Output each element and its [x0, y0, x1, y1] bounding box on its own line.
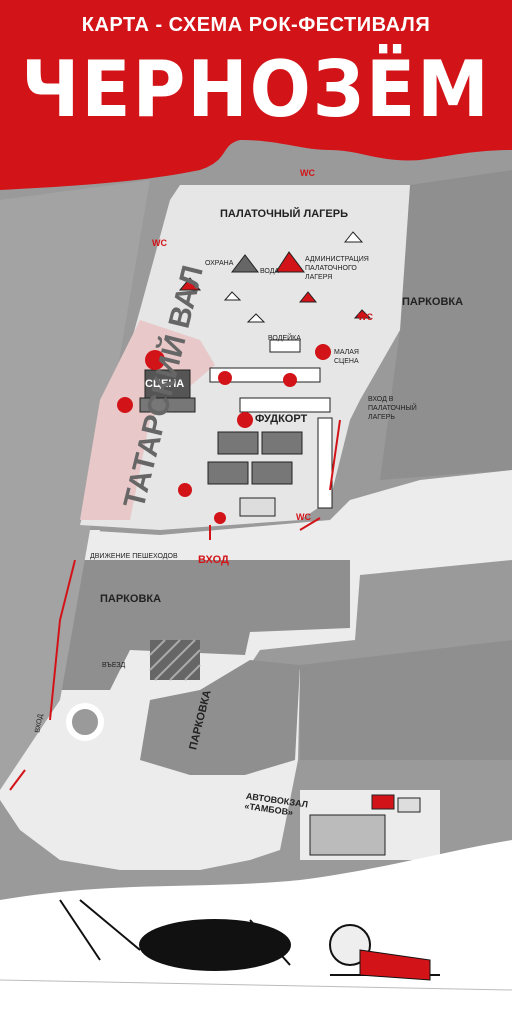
- tent-icon: [223, 291, 242, 301]
- stage-building: [144, 369, 191, 401]
- food-block-2: [261, 431, 303, 455]
- label-exit: ВЪЕЗД: [102, 662, 126, 669]
- tent-icon: [298, 291, 318, 303]
- tent-icon: [353, 309, 372, 319]
- tent-icon: [178, 277, 202, 291]
- speaker-icon: [218, 371, 232, 385]
- tent-icon: [343, 231, 364, 243]
- parking-right-area: [380, 170, 512, 480]
- bus-station-building: [309, 814, 386, 856]
- speaker-icon: [237, 412, 253, 428]
- label-wc-bottom: WC: [296, 512, 311, 522]
- speaker-icon: [283, 373, 297, 387]
- map-title: ЧЕРНОЗЁМ: [21, 43, 491, 135]
- speaker-icon: [178, 483, 192, 497]
- parking-center-area: [140, 660, 300, 775]
- stage-front: [139, 397, 196, 413]
- bus-icon: [371, 794, 395, 810]
- label-foodcourt: ФУДКОРТ: [255, 413, 308, 425]
- character-body: [359, 949, 431, 981]
- food-block-4: [251, 461, 293, 485]
- label-parking-left: ПАРКОВКА: [100, 593, 162, 605]
- label-parking-right: ПАРКОВКА: [402, 296, 464, 308]
- label-wc-right: WC: [358, 312, 373, 322]
- label-pedestrian-traffic: ДВИЖЕНИЕ ПЕШЕХОДОВ: [90, 553, 178, 560]
- label-camp-admin: АДМИНИСТРАЦИЯ ПАЛАТОЧНОГО ЛАГЕРЯ: [305, 256, 369, 281]
- speaker-icon: [315, 344, 331, 360]
- stalls-middle: [239, 397, 331, 413]
- food-block-3: [207, 461, 249, 485]
- speaker-icon: [145, 350, 165, 370]
- map-subtitle: КАРТА - СХЕМА РОК-ФЕСТИВАЛЯ: [81, 14, 431, 36]
- rampart-strip: [0, 180, 150, 790]
- food-block-1: [217, 431, 259, 455]
- label-wc-left: WC: [152, 238, 167, 248]
- parking-left-area: [60, 560, 350, 690]
- fence-right: [317, 417, 333, 509]
- label-small-stage: МАЛАЯ СЦЕНА: [334, 349, 359, 365]
- header-banner: [0, 0, 512, 190]
- roundabout: [66, 703, 104, 741]
- label-stage: СЦЕНА: [145, 378, 185, 390]
- label-security: ОХРАНА: [205, 260, 234, 267]
- lower-right-block: [300, 640, 512, 760]
- label-tent-camp: ПАЛАТОЧНЫЙ ЛАГЕРЬ: [220, 208, 348, 220]
- tent-icon: [275, 251, 305, 273]
- arrow-icon: [9, 419, 341, 791]
- building-icon: [269, 339, 301, 353]
- grass: [0, 979, 512, 991]
- label-entrance: ВХОД: [198, 554, 229, 566]
- tent-icon: [230, 254, 260, 273]
- tent-icon: [246, 313, 266, 323]
- bus-icon: [397, 797, 421, 813]
- label-wc-top: WC: [300, 168, 315, 178]
- hatch-lines: [149, 639, 201, 681]
- info-block: [239, 497, 276, 517]
- speaker-icon: [117, 397, 133, 413]
- speaker-icon: [214, 512, 226, 524]
- label-tent-entry: ВХОД В ПАЛАТОЧНЫЙ ЛАГЕРЬ: [368, 396, 417, 421]
- label-water-tap: ВОДЕЙКА: [268, 335, 301, 342]
- label-water: ВОДА: [260, 268, 280, 275]
